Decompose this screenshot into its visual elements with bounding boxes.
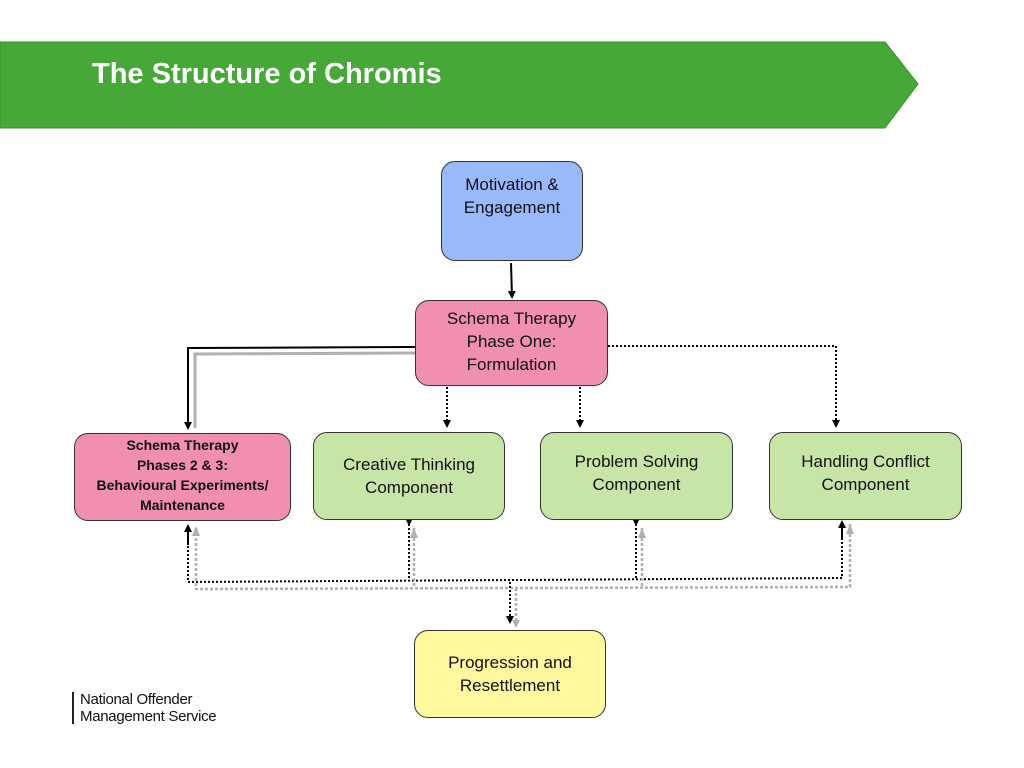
gray-head-phase23 (192, 526, 200, 536)
creative-thinking-box: Creative Thinking Component (313, 432, 505, 520)
bus-line-black (187, 522, 843, 584)
motivation-engagement-box: Motivation & Engagement (441, 161, 583, 261)
problem-solving-box: Problem Solving Component (540, 432, 733, 520)
schema-therapy-phase-one-label: Schema Therapy Phase One: Formulation (446, 309, 577, 374)
creative-thinking-label: Creative Thinking Component (343, 455, 475, 497)
motivation-engagement-label: Motivation & Engagement (463, 175, 561, 217)
handling-conflict-label: Handling Conflict Component (801, 452, 930, 494)
handling-conflict-box: Handling Conflict Component (769, 432, 962, 520)
footer-organisation-name: National Offender Management Service (80, 691, 217, 725)
gray-head-problem (638, 528, 646, 538)
arrow-phase1-to-phase23-black (184, 346, 416, 430)
gray-head-creative (410, 528, 418, 538)
problem-solving-label: Problem Solving Component (574, 452, 699, 494)
schema-therapy-phases-2-3-box: Schema Therapy Phases 2 & 3: Behavioural… (74, 433, 291, 521)
arrow-motivation-to-phase1 (507, 262, 516, 299)
arrow-phase1-to-phase23-gray (193, 351, 421, 428)
slide-title: The Structure of Chromis (92, 58, 442, 90)
progression-resettlement-label: Progression and Resettlement (448, 653, 572, 695)
footer-logo-bar (72, 692, 74, 724)
gray-head-conflict (846, 524, 854, 534)
progression-resettlement-box: Progression and Resettlement (414, 630, 606, 718)
arrow-phase1-to-conflict (608, 345, 840, 428)
schema-therapy-phase-one-box: Schema Therapy Phase One: Formulation (415, 300, 608, 386)
bus-line-gray (194, 524, 852, 591)
title-banner (0, 41, 919, 129)
schema-therapy-phases-2-3-label: Schema Therapy Phases 2 & 3: Behavioural… (96, 437, 269, 513)
